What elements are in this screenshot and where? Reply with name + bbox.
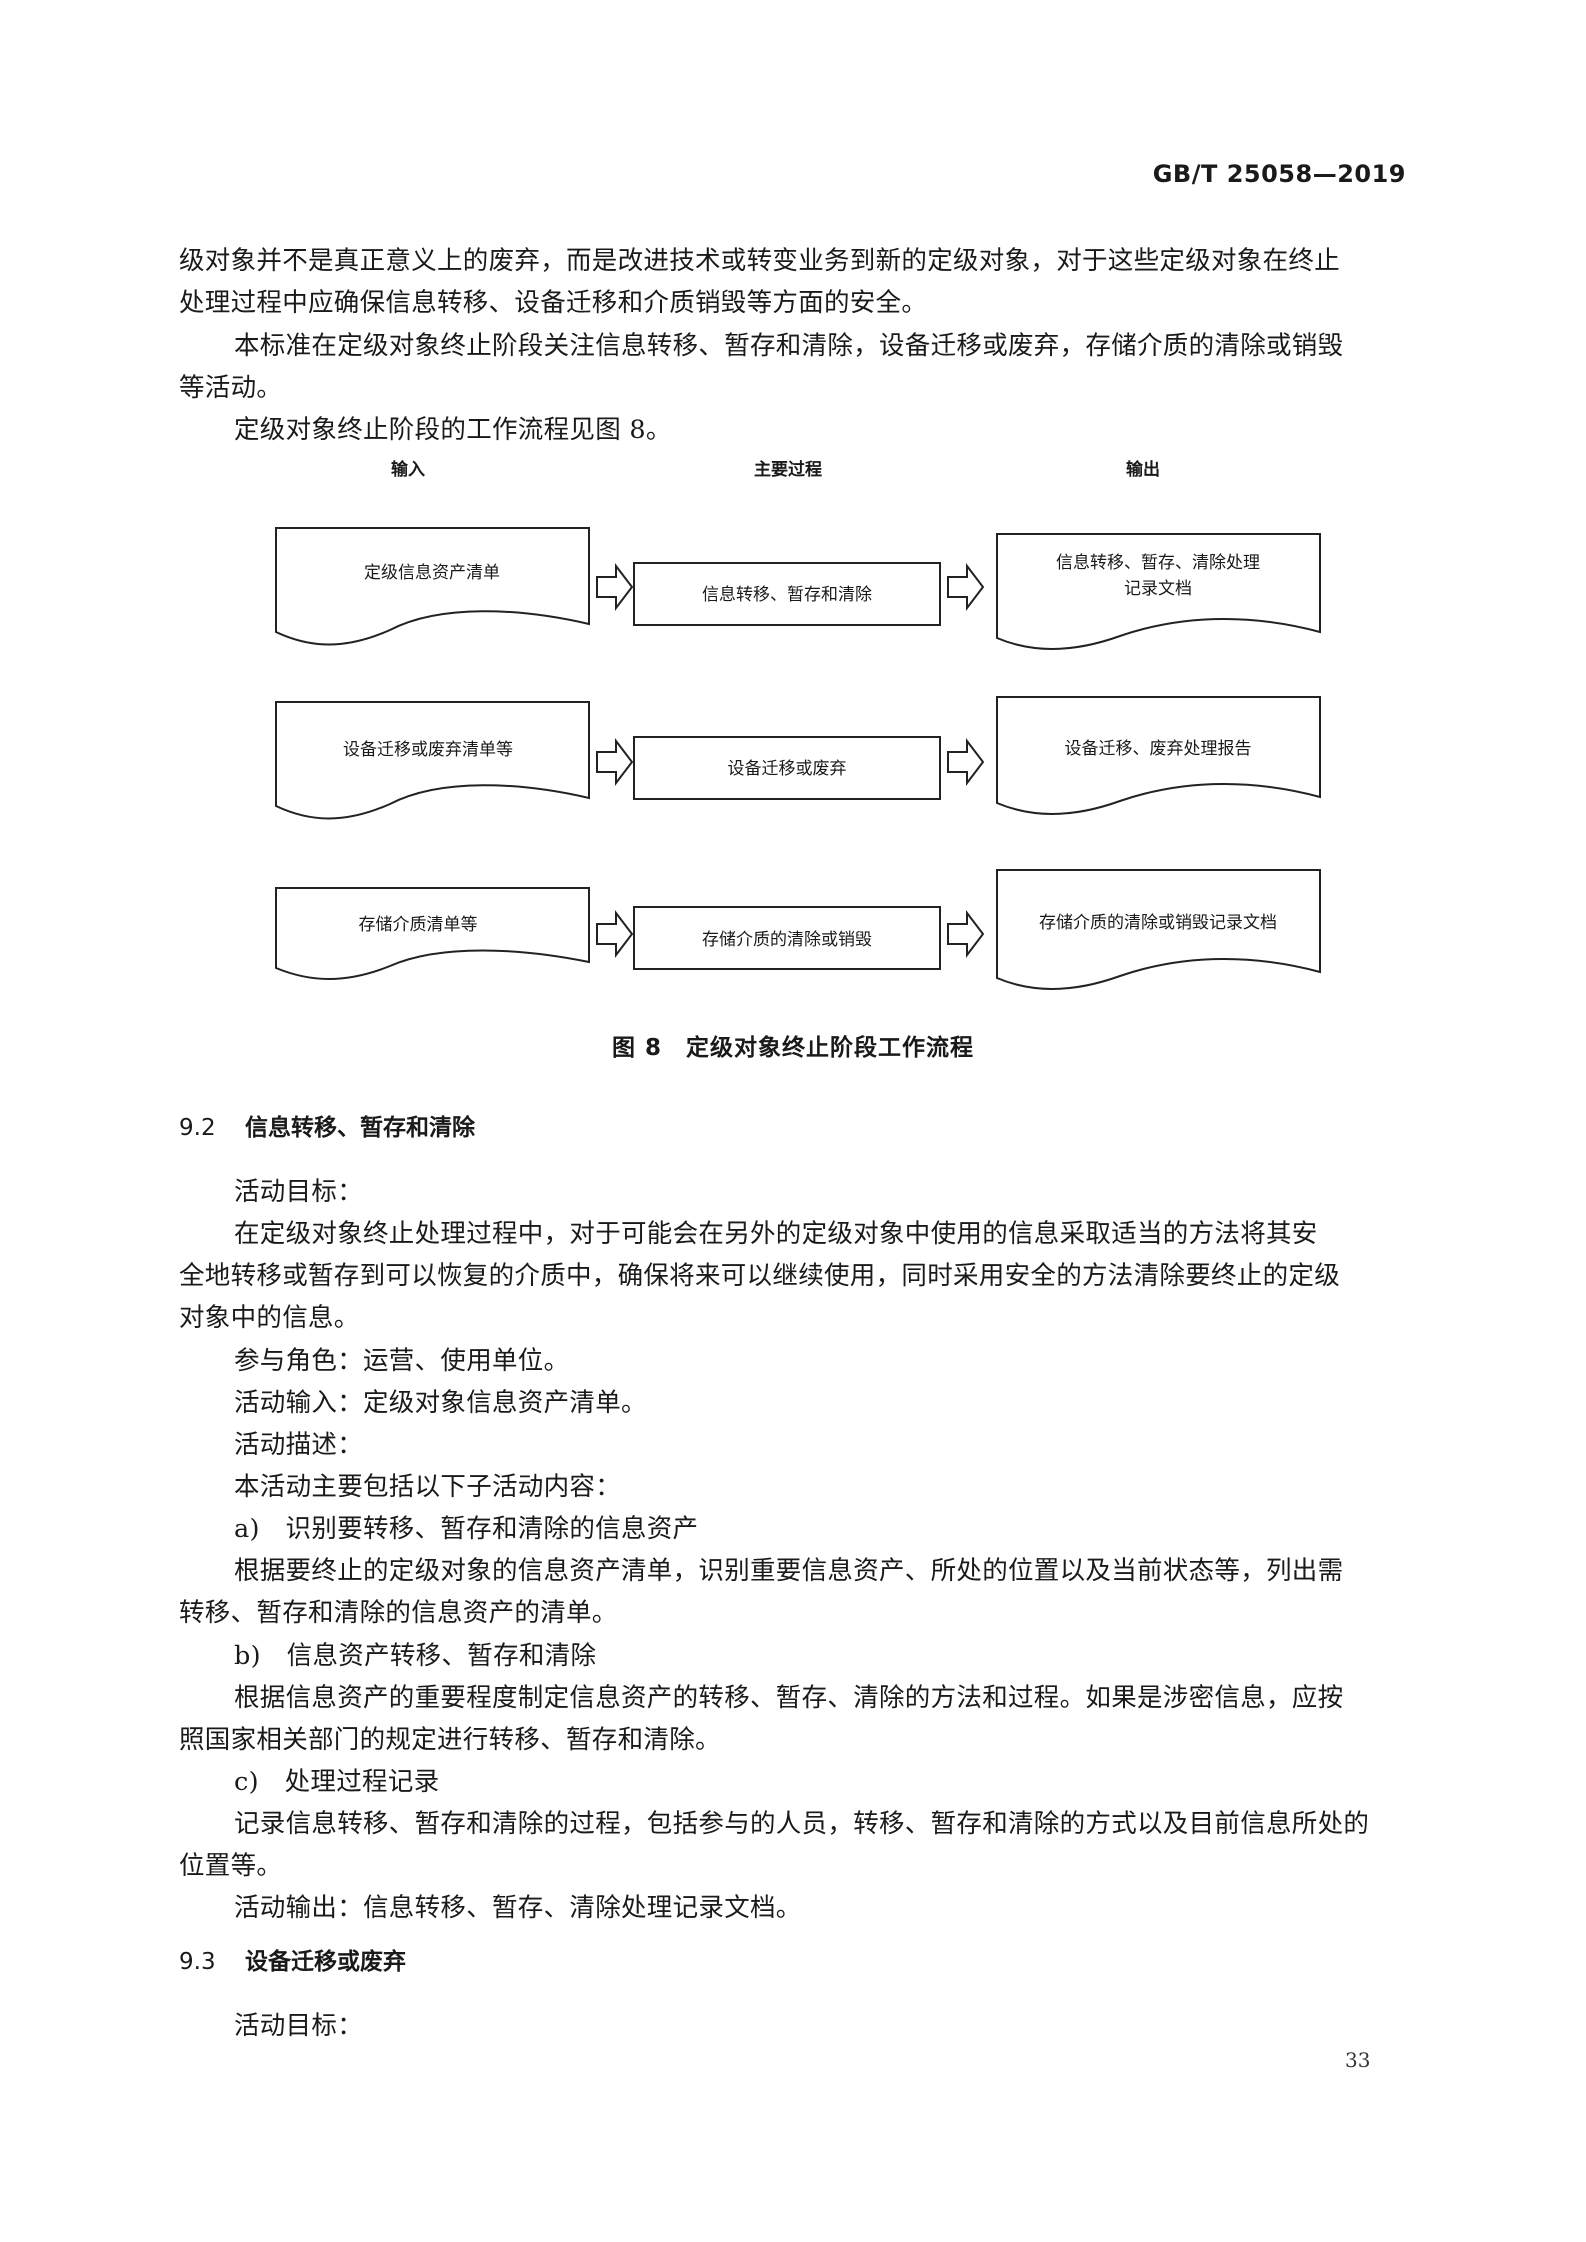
list-item-b: b) 信息资产转移、暂存和清除 — [234, 1641, 597, 1671]
list-item-a: a) 识别要转移、暂存和清除的信息资产 — [234, 1514, 699, 1544]
output-document-shape — [996, 533, 1321, 650]
paragraph-line: 处理过程中应确保信息转移、设备迁移和介质销毁等方面的安全。 — [179, 288, 928, 318]
section-title: 信息转移、暂存和清除 — [245, 1115, 475, 1141]
input-label: 存储介质清单等 — [359, 915, 478, 935]
flow-row-2: 设备迁移或废弃清单等 设备迁移或废弃 设备迁移、废弃处理报告 — [275, 696, 1321, 820]
input-document-shape — [275, 887, 590, 980]
process-box — [633, 562, 941, 626]
section-heading-9-2: 9.2 信息转移、暂存和清除 — [179, 1108, 475, 1148]
paragraph-line: 活动描述： — [234, 1430, 364, 1460]
process-label: 信息转移、暂存和清除 — [702, 585, 872, 605]
input-label: 设备迁移或废弃清单等 — [343, 740, 513, 760]
output-label-line: 记录文档 — [1124, 579, 1192, 599]
output-label-line: 设备迁移、废弃处理报告 — [1065, 739, 1252, 759]
page-number: 33 — [1345, 2048, 1371, 2072]
paragraph-line: 本活动主要包括以下子活动内容： — [234, 1472, 622, 1502]
paragraph-line: 本标准在定级对象终止阶段关注信息转移、暂存和清除，设备迁移或废弃，存储介质的清除… — [234, 331, 1344, 361]
section-heading-9-3: 9.3 设备迁移或废弃 — [179, 1942, 406, 1982]
output-document-shape — [996, 869, 1321, 990]
output-label-line: 存储介质的清除或销毁记录文档 — [1039, 913, 1277, 933]
paragraph-line: 照国家相关部门的规定进行转移、暂存和清除。 — [179, 1725, 721, 1755]
arrow-input-to-process — [596, 563, 634, 611]
input-label: 定级信息资产清单 — [364, 563, 500, 583]
paragraph-line: 活动输出：信息转移、暂存、清除处理记录文档。 — [234, 1893, 802, 1923]
section-number: 9.3 — [179, 1949, 216, 1975]
paragraph-line: 根据信息资产的重要程度制定信息资产的转移、暂存、清除的方法和过程。如果是涉密信息… — [234, 1683, 1344, 1713]
flow-row-1: 定级信息资产清单 信息转移、暂存和清除 信息转移、暂存、清除处理 记录文档 — [275, 527, 1321, 650]
column-header-output: 输出 — [1126, 459, 1160, 480]
paragraph-line: 在定级对象终止处理过程中，对于可能会在另外的定级对象中使用的信息采取适当的方法将… — [234, 1219, 1318, 1249]
paragraph-line: 等活动。 — [179, 373, 283, 403]
input-document-shape — [275, 701, 590, 820]
paragraph-line: 记录信息转移、暂存和清除的过程，包括参与的人员，转移、暂存和清除的方式以及目前信… — [234, 1809, 1370, 1839]
process-label: 设备迁移或废弃 — [728, 759, 847, 779]
process-label: 存储介质的清除或销毁 — [702, 930, 872, 950]
arrow-process-to-output — [947, 563, 985, 611]
paragraph-line: 根据要终止的定级对象的信息资产清单，识别重要信息资产、所处的位置以及当前状态等，… — [234, 1556, 1344, 1586]
paragraph-line: 转移、暂存和清除的信息资产的清单。 — [179, 1598, 618, 1628]
section-title: 设备迁移或废弃 — [245, 1949, 406, 1975]
standard-number: GB/T 25058—2019 — [1152, 160, 1406, 188]
column-header-process: 主要过程 — [754, 459, 822, 480]
input-document-shape — [275, 527, 590, 646]
figure-caption: 图 8 定级对象终止阶段工作流程 — [611, 1035, 974, 1061]
process-box — [633, 906, 941, 970]
flow-row-3: 存储介质清单等 存储介质的清除或销毁 存储介质的清除或销毁记录文档 — [275, 869, 1321, 990]
paragraph-line: 定级对象终止阶段的工作流程见图 8。 — [234, 415, 672, 445]
arrow-process-to-output — [947, 738, 985, 786]
arrow-process-to-output — [947, 910, 985, 958]
flowchart-figure: 输入 主要过程 输出 定级信息资产清单 信息转移、暂存和清除 信息转移、暂存、清… — [275, 459, 1321, 990]
paragraph-line: 参与角色：运营、使用单位。 — [234, 1346, 570, 1376]
list-item-c: c) 处理过程记录 — [234, 1767, 440, 1797]
arrow-input-to-process — [596, 910, 634, 958]
paragraph-line: 级对象并不是真正意义上的废弃，而是改进技术或转变业务到新的定级对象，对于这些定级… — [179, 246, 1341, 276]
paragraph-line: 活动目标： — [234, 2011, 364, 2041]
paragraph-line: 活动目标： — [234, 1177, 364, 1207]
paragraph-line: 活动输入：定级对象信息资产清单。 — [234, 1388, 647, 1418]
process-box — [633, 736, 941, 800]
section-number: 9.2 — [179, 1115, 216, 1141]
paragraph-line: 对象中的信息。 — [179, 1303, 360, 1333]
arrow-input-to-process — [596, 738, 634, 786]
column-header-input: 输入 — [391, 459, 425, 480]
output-label-line: 信息转移、暂存、清除处理 — [1056, 553, 1260, 573]
output-document-shape — [996, 696, 1321, 815]
paragraph-line: 位置等。 — [179, 1851, 283, 1881]
paragraph-line: 全地转移或暂存到可以恢复的介质中，确保将来可以继续使用，同时采用安全的方法清除要… — [179, 1261, 1341, 1291]
